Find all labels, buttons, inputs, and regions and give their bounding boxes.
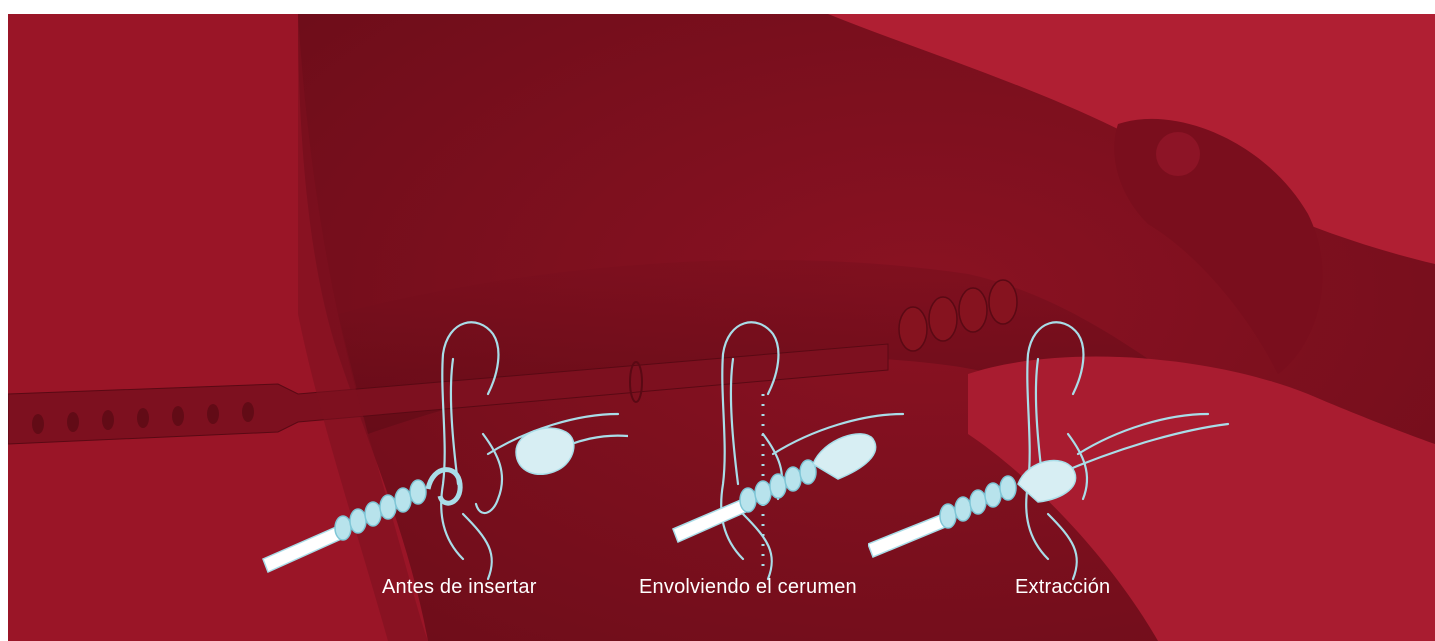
step-caption-wrapping-wax: Envolviendo el cerumen <box>639 576 857 599</box>
ear-illustration: Antes de insertar Envolviendo el cerumen… <box>8 14 1435 641</box>
step-caption-extraction: Extracción <box>1015 576 1110 599</box>
ear-swab-extracted-icon <box>868 314 1248 584</box>
step-caption-before-insert: Antes de insertar <box>382 576 537 599</box>
ear-swab-spiral-icon <box>248 314 628 584</box>
